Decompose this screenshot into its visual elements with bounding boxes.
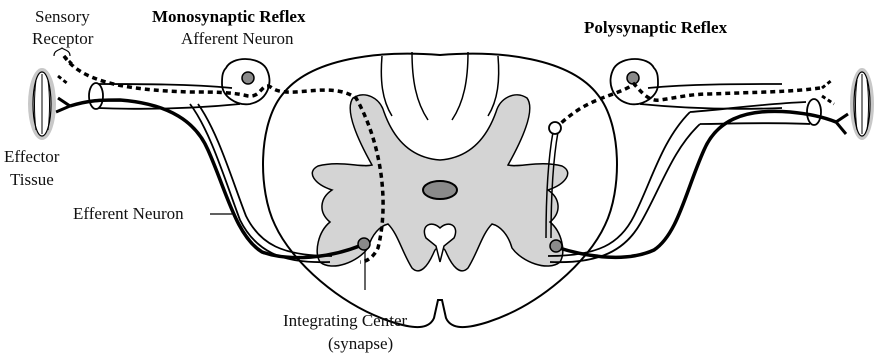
effector-tissue-label-line2: Tissue: [10, 170, 54, 189]
effector-tissue-label-line1: Effector: [4, 147, 60, 166]
afferent-cell-body-left: [242, 72, 254, 84]
polysynaptic-reflex-title: Polysynaptic Reflex: [584, 18, 728, 37]
sensory-receptor-bracket: [54, 48, 70, 56]
left-effector-tissue-muscle: [28, 68, 56, 140]
interneuron-cell-body: [549, 122, 561, 134]
integrating-center-label-line1: Integrating Center: [283, 311, 407, 330]
monosynaptic-reflex-title: Monosynaptic Reflex: [152, 7, 306, 26]
afferent-cell-body-right: [627, 72, 639, 84]
efferent-neuron-label: Efferent Neuron: [73, 204, 184, 223]
central-canal: [423, 181, 457, 199]
integrating-center-label-line2: (synapse): [328, 334, 393, 353]
left-effector-terminals: [56, 98, 70, 112]
integrating-center-synapse: [358, 238, 370, 250]
afferent-neuron-label: Afferent Neuron: [181, 29, 294, 48]
sensory-receptor-label-line2: Receptor: [32, 29, 94, 48]
right-sensory-receptor: [822, 80, 834, 104]
right-effector-tissue-muscle: [850, 68, 874, 140]
sensory-receptor-label-line1: Sensory: [35, 7, 90, 26]
motor-neuron-cell-body-right: [550, 240, 562, 252]
right-effector-terminals: [836, 114, 848, 134]
